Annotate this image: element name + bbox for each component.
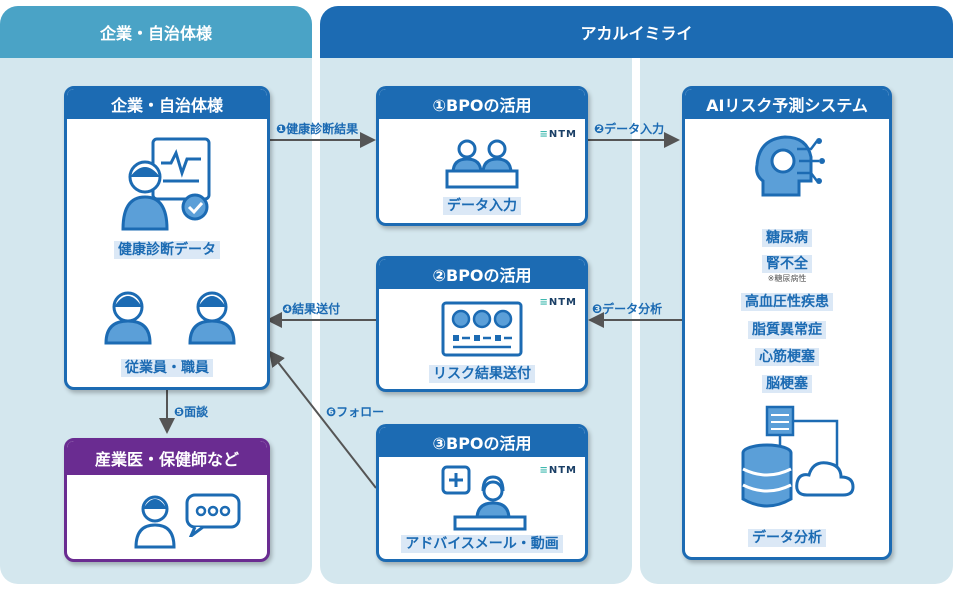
data-entry-icon xyxy=(445,139,519,189)
arrow-1-label: ❶健康診断結果 xyxy=(276,122,359,136)
bpo1-caption-wrap: データ入力 xyxy=(379,195,585,215)
disease-2: 腎不全 xyxy=(685,253,889,273)
risk-result-icon xyxy=(441,301,523,357)
database-cloud-icon xyxy=(741,405,855,508)
right-column-header: アカルイミライ xyxy=(320,6,953,58)
bpo1-card: ①BPOの活用 ≡NTM データ入力 xyxy=(376,86,588,226)
analysis-label: データ分析 xyxy=(748,529,826,547)
bpo2-caption: リスク結果送付 xyxy=(429,365,535,383)
health-data-label-wrap: 健康診断データ xyxy=(67,239,267,259)
kidney-note: ※糖尿病性 xyxy=(767,274,807,283)
bpo3-caption-wrap: アドバイスメール・動画 xyxy=(379,533,585,553)
disease-6: 脳梗塞 xyxy=(685,373,889,393)
doctor-card-title: 産業医・保健師など xyxy=(67,441,267,475)
bpo2-caption-wrap: リスク結果送付 xyxy=(379,363,585,383)
company-card-title: 企業・自治体様 xyxy=(67,89,267,119)
bpo3-caption: アドバイスメール・動画 xyxy=(401,535,563,553)
disease-5: 心筋梗塞 xyxy=(685,346,889,366)
bpo2-title: ②BPOの活用 xyxy=(379,259,585,289)
ai-brain-icon xyxy=(755,135,825,197)
doctor-card: 産業医・保健師など xyxy=(64,438,270,562)
arrow-2-label: ❷データ入力 xyxy=(594,122,665,136)
employee-icon-1 xyxy=(104,291,152,345)
left-column-header: 企業・自治体様 xyxy=(0,6,312,58)
analysis-label-wrap: データ分析 xyxy=(685,527,889,547)
company-card: 企業・自治体様 健康診断データ 従業員・職員 xyxy=(64,86,270,390)
advice-operator-icon xyxy=(441,465,527,531)
ntm-logo-3: ≡NTM xyxy=(539,465,577,476)
bpo1-caption: データ入力 xyxy=(443,197,521,215)
arrow-6-label: ❻フォロー xyxy=(326,405,385,419)
ai-system-card: AIリスク予測システム 糖尿病 腎不全 ※糖尿病性 高血圧性疾患 脂質異常症 心… xyxy=(682,86,892,560)
ntm-logo-1: ≡NTM xyxy=(539,129,577,140)
ai-system-title: AIリスク予測システム xyxy=(685,89,889,119)
bpo3-card: ③BPOの活用 ≡NTM アドバイスメール・動画 xyxy=(376,424,588,562)
arrow-6 xyxy=(268,350,377,489)
bpo1-title: ①BPOの活用 xyxy=(379,89,585,119)
bpo2-card: ②BPOの活用 ≡NTM リスク結果送付 xyxy=(376,256,588,392)
health-checkup-icon xyxy=(121,137,211,231)
arrow-5-label: ❺面談 xyxy=(174,405,209,419)
health-data-label: 健康診断データ xyxy=(114,241,220,259)
ntm-logo-2: ≡NTM xyxy=(539,297,577,308)
arrow-4-label: ❹結果送付 xyxy=(282,302,341,316)
disease-3: 高血圧性疾患 xyxy=(685,291,889,311)
disease-4: 脂質異常症 xyxy=(685,319,889,339)
disease-1: 糖尿病 xyxy=(685,227,889,247)
doctor-icon xyxy=(134,495,176,549)
bpo3-title: ③BPOの活用 xyxy=(379,427,585,457)
chat-bubble-icon xyxy=(185,493,241,537)
employee-icon-2 xyxy=(188,291,236,345)
employees-label: 従業員・職員 xyxy=(121,359,213,377)
employees-label-wrap: 従業員・職員 xyxy=(67,357,267,377)
arrow-3-label: ❸データ分析 xyxy=(592,302,663,316)
